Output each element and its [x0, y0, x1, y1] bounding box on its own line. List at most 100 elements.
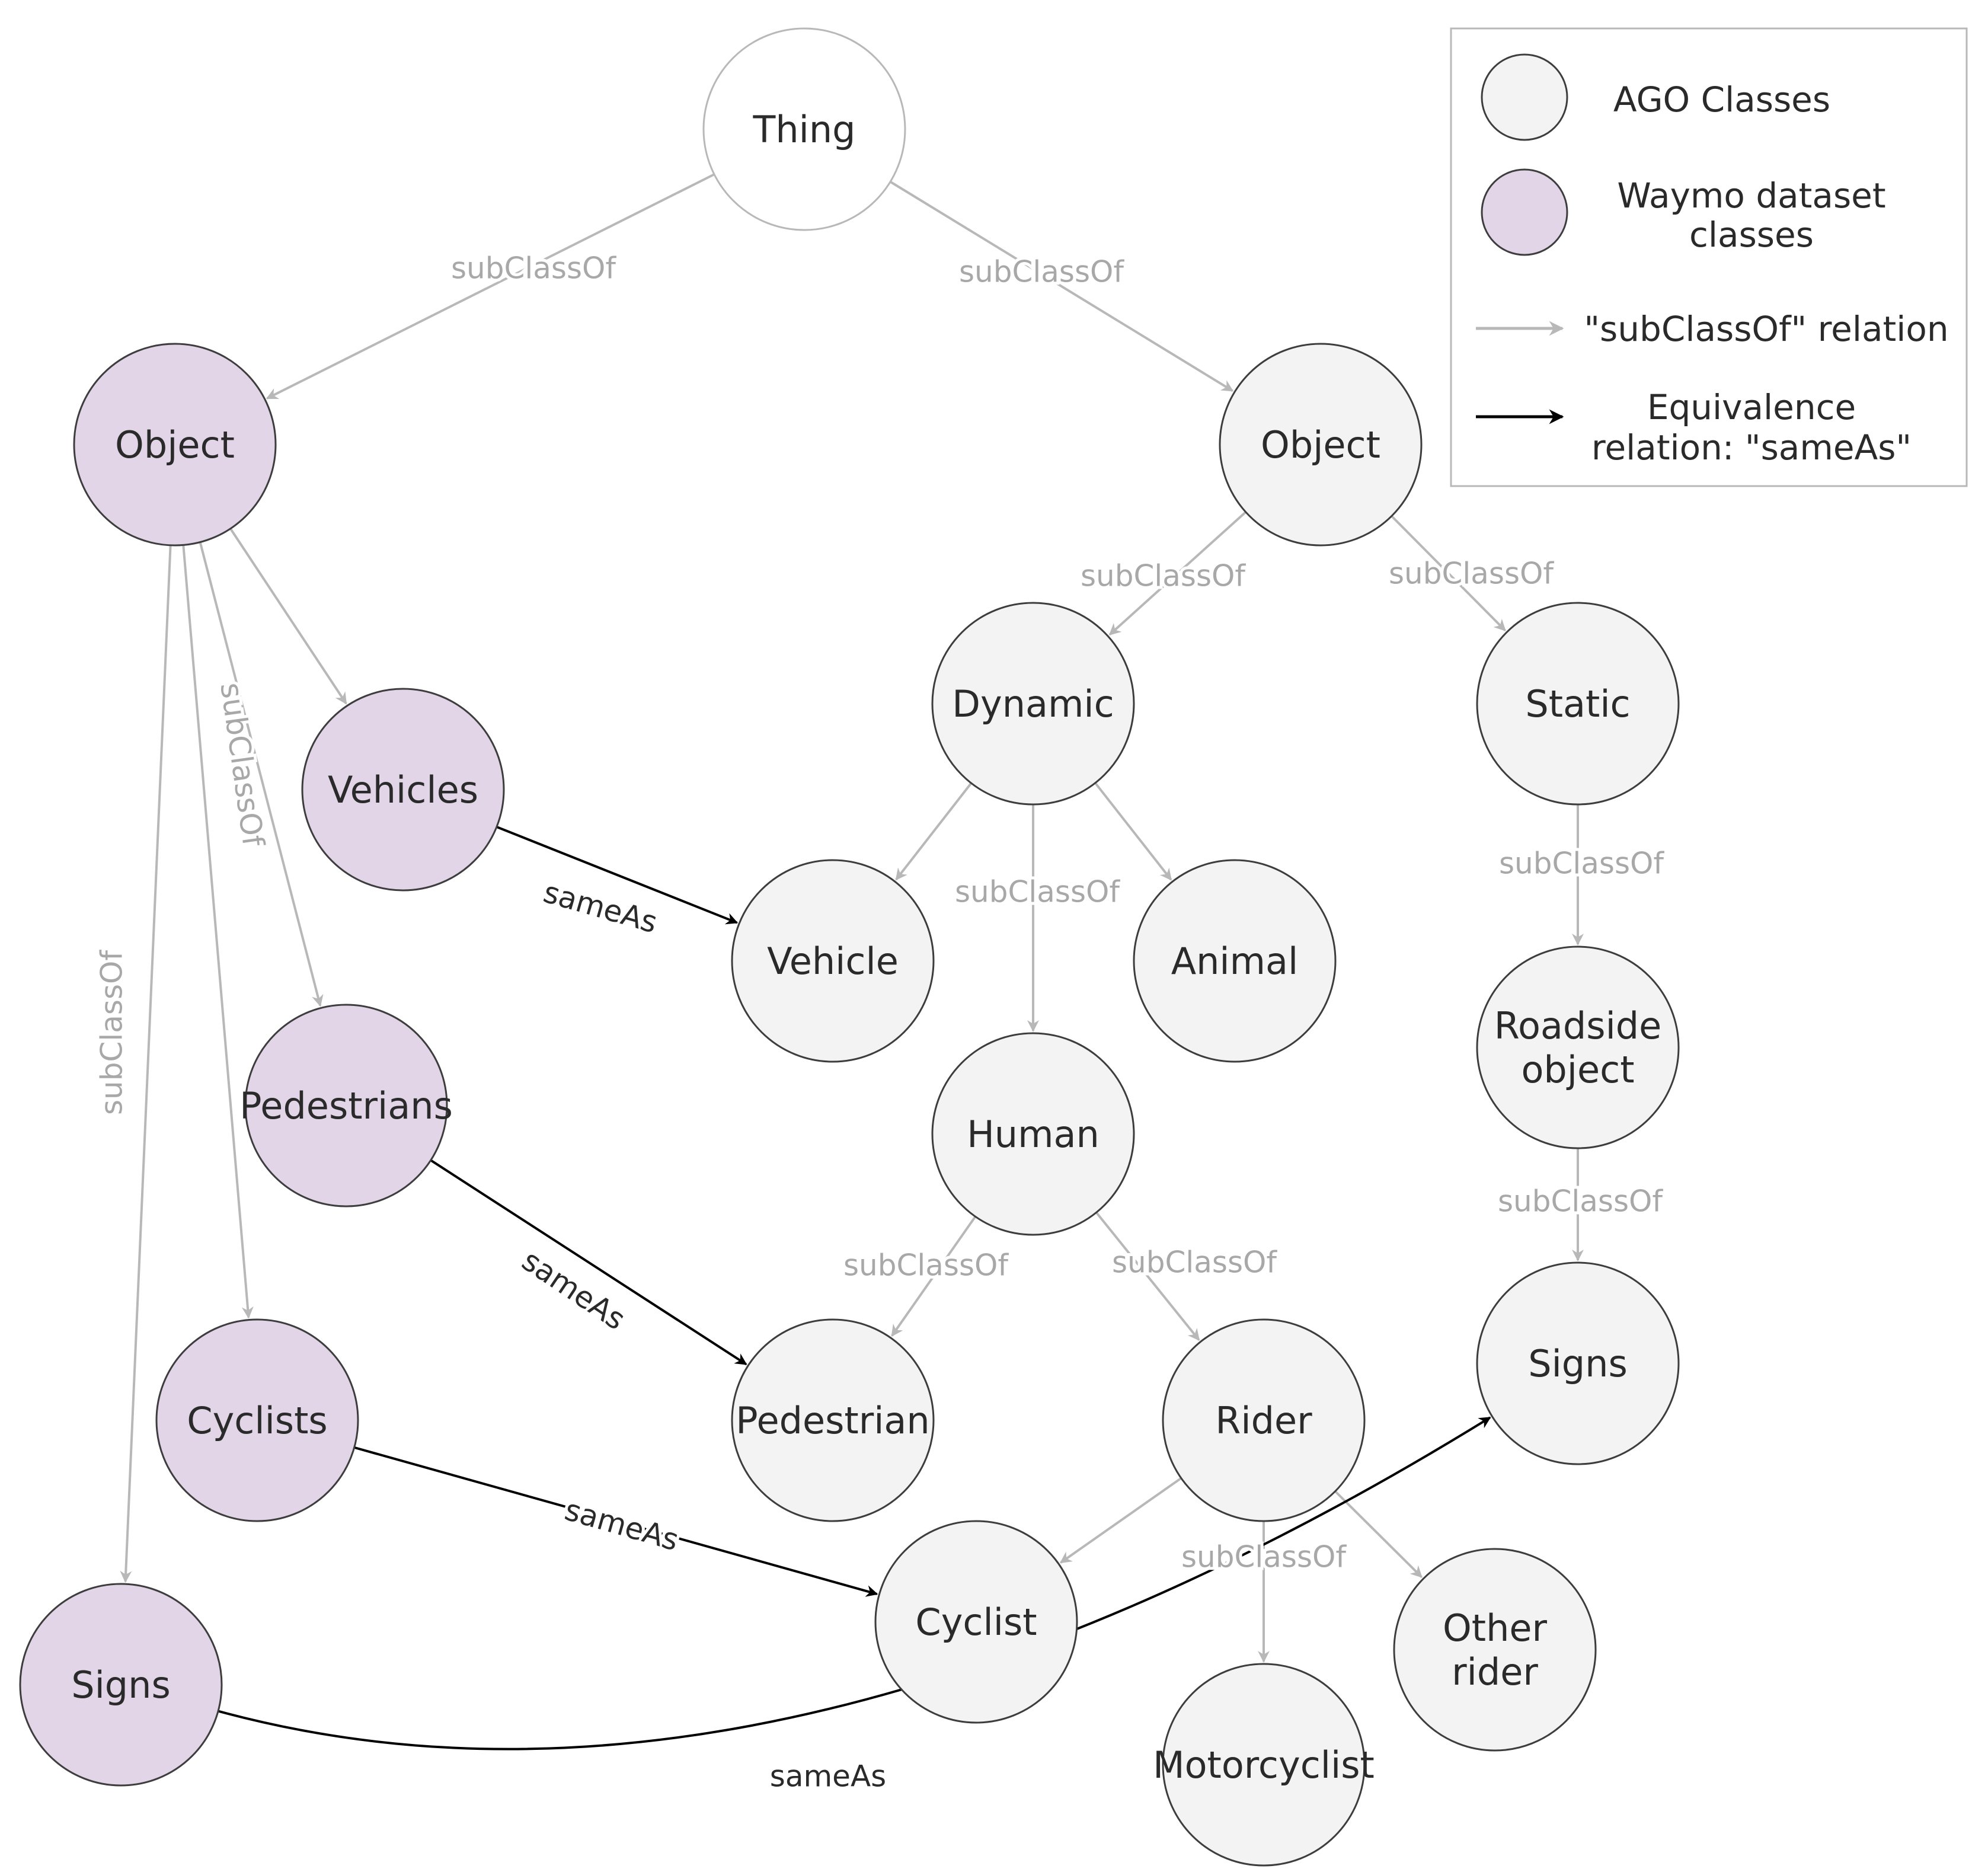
node-circle: [73, 343, 277, 547]
edge-signs-sameas-signs: [218, 1416, 1491, 1750]
node-circle: [931, 1032, 1135, 1236]
edge-label-thing-to-waymo-object: subClassOf: [451, 251, 616, 286]
node-human: Human: [931, 1032, 1135, 1236]
node-label: Other: [1443, 1606, 1548, 1650]
edge-waymo-object-to-vehicles: [229, 528, 347, 705]
edge-human-to-pedestrian: [891, 1216, 977, 1337]
edge-label-waymo-object-to-signs: subClassOf: [95, 950, 129, 1115]
edge-label-thing-to-ago-object: subClassOf: [959, 255, 1124, 289]
legend-ago-label: AGO Classes: [1613, 79, 1830, 120]
node-circle: [702, 27, 906, 231]
node-circle: [874, 1520, 1078, 1724]
node-ago-vehicle: Vehicle: [731, 859, 935, 1063]
edge-label-cyclists-sameas-cyclist: sameAs: [561, 1493, 683, 1558]
edge-cyclists-sameas-cyclist: [354, 1446, 878, 1597]
node-ago-signs: Signs: [1476, 1261, 1680, 1465]
legend-equivalence-label-line1: Equivalence: [1647, 387, 1856, 427]
legend-waymo-label-line1: Waymo dataset: [1617, 175, 1885, 216]
edge-thing-to-waymo-object: [266, 173, 715, 400]
node-label: Cyclists: [187, 1399, 327, 1442]
node-circle: [731, 1318, 935, 1522]
node-circle: [1133, 859, 1337, 1063]
node-ago-pedestrian: Pedestrian: [731, 1318, 935, 1522]
edges-layer: [120, 173, 1584, 1750]
legend-subclass-label: "subClassOf" relation: [1584, 309, 1948, 349]
edge-rider-to-cyclist: [1059, 1477, 1182, 1564]
node-circle: [301, 688, 505, 892]
edge-label-signs-sameas-signs: sameAs: [770, 1759, 886, 1794]
edge-label-waymo-object-to-pedestrians: subClassOf: [213, 681, 270, 849]
edge-waymo-object-to-pedestrians: [199, 542, 324, 1007]
node-label: Pedestrians: [239, 1084, 453, 1127]
node-label: Dynamic: [952, 682, 1114, 726]
node-circle: [1162, 1663, 1366, 1867]
edge-label-pedestrians-sameas-pedestrian: sameAs: [516, 1243, 631, 1337]
legend: AGO Classes Waymo dataset classes "subCl…: [1450, 27, 1968, 487]
node-label: Object: [115, 423, 235, 467]
node-ago-cyclist: Cyclist: [874, 1520, 1078, 1724]
edge-waymo-object-to-signs: [120, 545, 172, 1583]
node-label: Signs: [71, 1663, 171, 1707]
node-circle: [19, 1583, 223, 1787]
node-animal: Animal: [1133, 859, 1337, 1063]
node-thing: Thing: [702, 27, 906, 231]
node-waymo-pedestrians: Pedestrians: [239, 1004, 453, 1207]
node-label: Object: [1261, 423, 1380, 467]
legend-waymo-swatch: [1481, 168, 1568, 256]
node-waymo-cyclists: Cyclists: [155, 1318, 359, 1522]
edge-human-to-rider: [1095, 1212, 1200, 1341]
legend-equivalence-label-line2: relation: "sameAs": [1591, 427, 1912, 468]
edge-label-rider-to-motorcyclist: subClassOf: [1181, 1540, 1347, 1574]
edge-label-ago-object-to-static: subClassOf: [1389, 557, 1554, 591]
edge-dynamic-to-animal: [1094, 782, 1172, 881]
edge-ago-object-to-static: [1391, 515, 1506, 631]
node-waymo-signs: Signs: [19, 1583, 223, 1787]
edge-pedestrians-sameas-pedestrian: [430, 1159, 747, 1366]
edge-dynamic-to-vehicle: [895, 782, 973, 881]
node-waymo-object: Object: [73, 343, 277, 547]
node-dynamic: Dynamic: [931, 602, 1135, 806]
node-label: Static: [1525, 682, 1630, 726]
node-rider: Rider: [1162, 1318, 1366, 1522]
node-label: object: [1521, 1048, 1634, 1091]
node-label: Pedestrian: [736, 1399, 929, 1442]
edge-thing-to-ago-object: [890, 180, 1234, 392]
node-label: Human: [967, 1113, 1100, 1156]
node-motorcyclist: Motorcyclist: [1153, 1663, 1375, 1867]
node-label: Vehicle: [767, 940, 899, 983]
edge-ago-object-to-dynamic: [1108, 511, 1247, 636]
edge-vehicles-sameas-vehicle: [496, 826, 739, 925]
node-circle: [1476, 602, 1680, 806]
node-circle: [1219, 343, 1423, 547]
node-circle: [1162, 1318, 1366, 1522]
edge-label-human-to-pedestrian: subClassOf: [843, 1248, 1009, 1283]
node-label: Thing: [752, 108, 855, 151]
node-label: rider: [1452, 1650, 1538, 1694]
edge-rider-to-other-rider: [1334, 1490, 1423, 1578]
edge-label-human-to-rider: subClassOf: [1112, 1245, 1277, 1280]
edge-waymo-object-to-cyclists: [182, 545, 254, 1319]
node-ago-object: Object: [1219, 343, 1423, 547]
node-circle: [244, 1004, 448, 1207]
node-label: Motorcyclist: [1153, 1743, 1375, 1787]
node-static: Static: [1476, 602, 1680, 806]
node-circle: [155, 1318, 359, 1522]
node-label: Roadside: [1494, 1004, 1662, 1047]
node-circle: [931, 602, 1135, 806]
node-circle: [1476, 945, 1680, 1149]
edge-label-ago-object-to-dynamic: subClassOf: [1081, 559, 1246, 593]
edge-label-dynamic-to-human: subClassOf: [955, 875, 1120, 909]
node-waymo-vehicles: Vehicles: [301, 688, 505, 892]
edge-label-static-to-roadside: subClassOf: [1499, 846, 1664, 881]
node-label: Signs: [1528, 1342, 1628, 1385]
edge-label-roadside-to-signs: subClassOf: [1498, 1184, 1663, 1219]
legend-waymo-label-line2: classes: [1689, 215, 1814, 255]
node-circle: [1393, 1548, 1597, 1752]
legend-ago-swatch: [1481, 53, 1568, 141]
node-circle: [1476, 1261, 1680, 1465]
node-label: Rider: [1215, 1399, 1312, 1442]
